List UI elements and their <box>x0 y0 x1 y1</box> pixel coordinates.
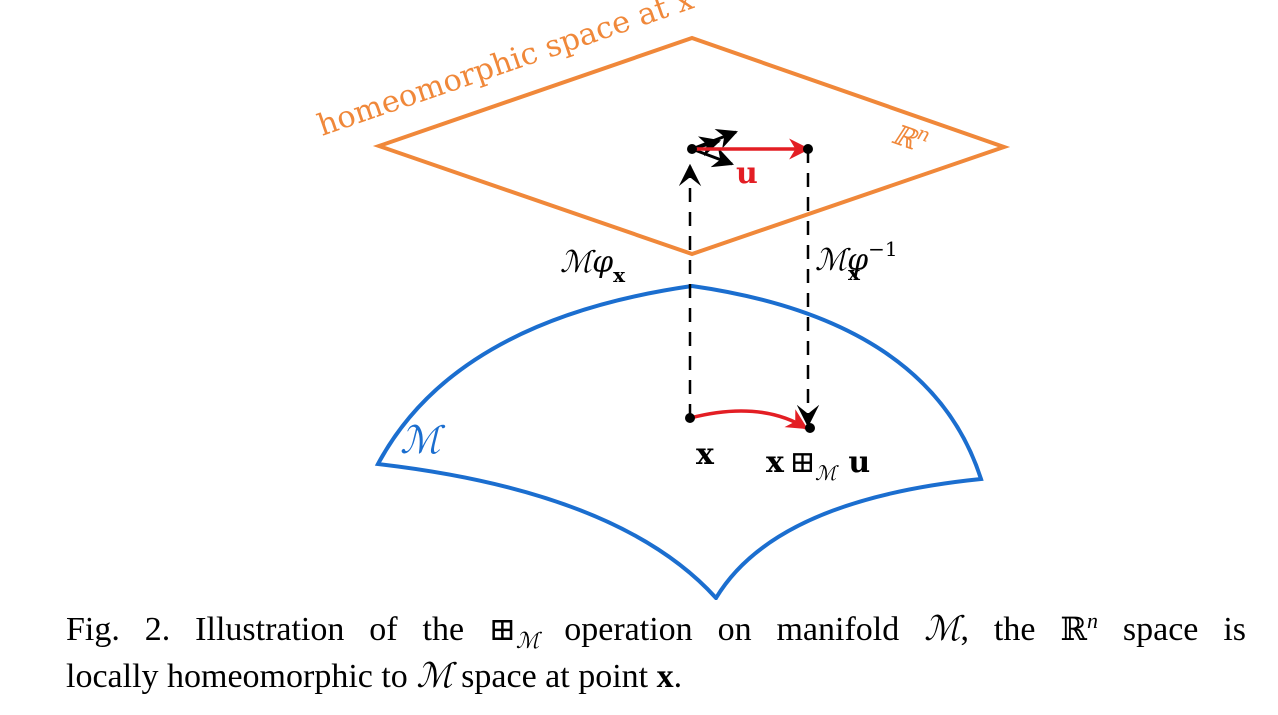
chart-map-sub: x <box>613 263 626 287</box>
plane-label: homeomorphic space at x <box>313 0 698 144</box>
caption-op: ⊞ <box>489 610 516 648</box>
caption-space-sup: n <box>1086 608 1098 633</box>
caption-part7: . <box>673 658 683 695</box>
manifold-point-x <box>685 413 695 423</box>
caption-op-sub: ℳ <box>515 629 540 654</box>
result-sub: ℳ <box>815 461 839 485</box>
chart-map-base: ℳφ <box>560 245 613 280</box>
figure-caption: Fig. 2. Illustration of the ⊞ℳ operation… <box>66 608 1246 698</box>
plane-point-target <box>803 144 813 154</box>
caption-space: ℝ <box>1060 610 1087 648</box>
inverse-map-sub: x <box>848 261 861 285</box>
manifold-label: ℳ <box>400 418 446 462</box>
caption-line-1: Fig. 2. Illustration of the ⊞ℳ operation… <box>66 608 1246 655</box>
caption-line-2: locally homeomorphic to ℳ space at point… <box>66 655 1246 698</box>
result-u: u <box>848 445 870 480</box>
vector-u-label: u <box>736 156 758 191</box>
point-x-label: x <box>696 437 715 472</box>
inverse-map-label: ℳφ−1 x <box>815 237 898 285</box>
caption-part4: space is <box>1097 611 1246 648</box>
chart-map-label: ℳφx <box>560 245 626 287</box>
tangent-plane <box>372 35 1011 257</box>
caption-part2: operation on manifold <box>539 611 925 648</box>
manifold-curve-arrow <box>689 409 808 430</box>
caption-manifold-2: ℳ <box>416 656 453 696</box>
result-op: ⊞ <box>790 445 815 480</box>
manifold-surface <box>374 283 984 600</box>
plane-point-origin <box>687 144 697 154</box>
caption-part5: locally homeomorphic to <box>66 658 417 695</box>
basis-arrow-2 <box>691 147 734 168</box>
manifold-point-result <box>805 423 815 433</box>
caption-part1: Fig. 2. Illustration of the <box>66 611 489 648</box>
inverse-map-base: ℳφ <box>815 243 868 278</box>
caption-part6: space at point <box>452 658 657 695</box>
caption-part3: , the <box>960 611 1061 648</box>
caption-point: x <box>656 658 674 695</box>
inverse-map-sup: −1 <box>868 237 897 261</box>
result-x: x <box>766 445 785 480</box>
caption-manifold: ℳ <box>924 609 961 649</box>
